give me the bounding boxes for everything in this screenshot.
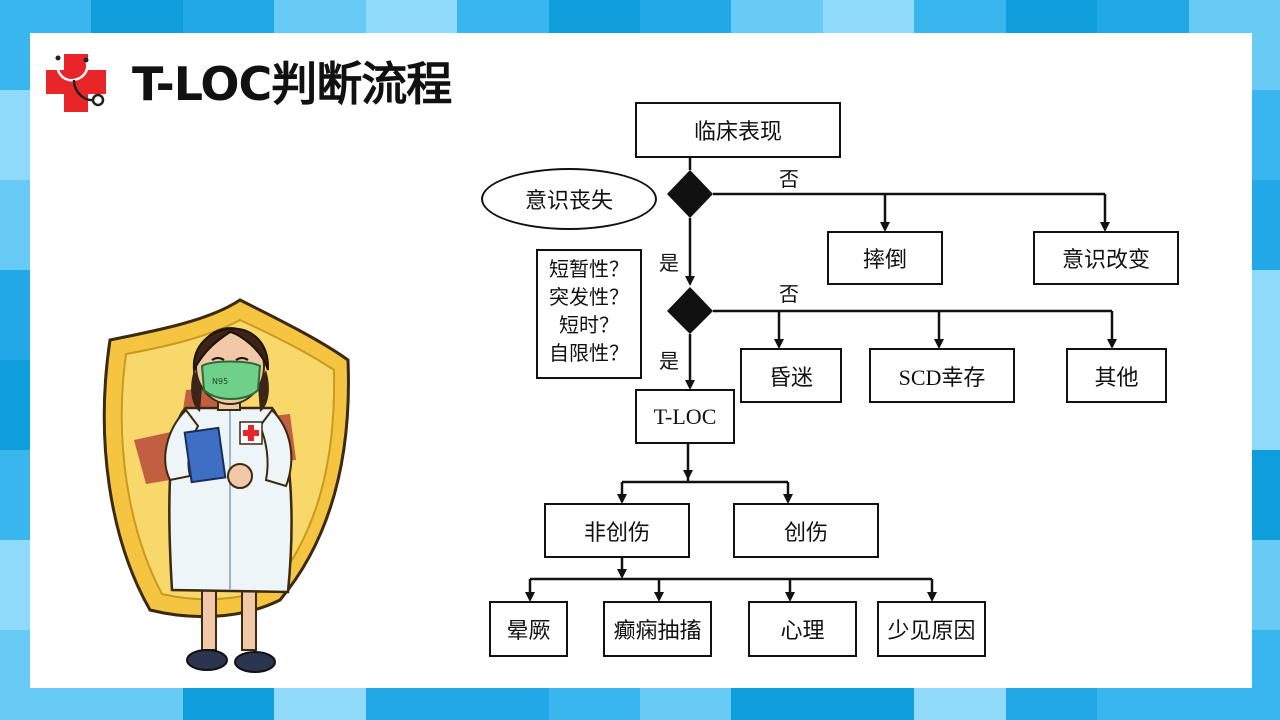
node-syncope: 晕厥	[489, 601, 568, 657]
edge-label-yes-2: 是	[659, 349, 679, 373]
decision-diamond-2	[667, 287, 713, 334]
criteria-line-1: 短暂性？	[549, 257, 629, 281]
node-clinical-presentation: 临床表现	[635, 102, 841, 158]
node-coma: 昏迷	[740, 348, 842, 403]
criteria-line-4: 自限性？	[549, 341, 629, 365]
node-other: 其他	[1066, 348, 1167, 403]
node-epileptic-seizure: 癫痫抽搐	[603, 601, 712, 657]
node-tloc: T-LOC	[635, 389, 735, 444]
node-psychogenic: 心理	[748, 601, 857, 657]
medical-cross-stethoscope-icon	[46, 54, 106, 112]
edge-label-no-2: 否	[779, 282, 799, 306]
node-non-trauma: 非创伤	[544, 503, 690, 558]
decision-diamond-1	[667, 170, 713, 218]
node-loss-of-consciousness: 意识丧失	[481, 168, 657, 230]
mask-text: N95	[212, 377, 228, 386]
node-scd-survivor: SCD幸存	[869, 348, 1015, 403]
node-rare-causes: 少见原因	[877, 601, 986, 657]
edge-label-yes-1: 是	[659, 251, 679, 275]
page-title: T-LOC判断流程	[132, 57, 452, 111]
criteria-line-2: 突发性？	[549, 285, 629, 309]
node-fall: 摔倒	[827, 231, 943, 285]
node-criteria-note: 短暂性？ 突发性？ 短时？ 自限性？	[536, 249, 642, 379]
criteria-line-3: 短时？	[559, 313, 619, 337]
node-trauma: 创伤	[733, 503, 879, 558]
edge-label-no-1: 否	[779, 167, 799, 191]
nurse-with-shield-illustration: N95	[102, 298, 350, 673]
node-consciousness-change: 意识改变	[1033, 231, 1179, 285]
